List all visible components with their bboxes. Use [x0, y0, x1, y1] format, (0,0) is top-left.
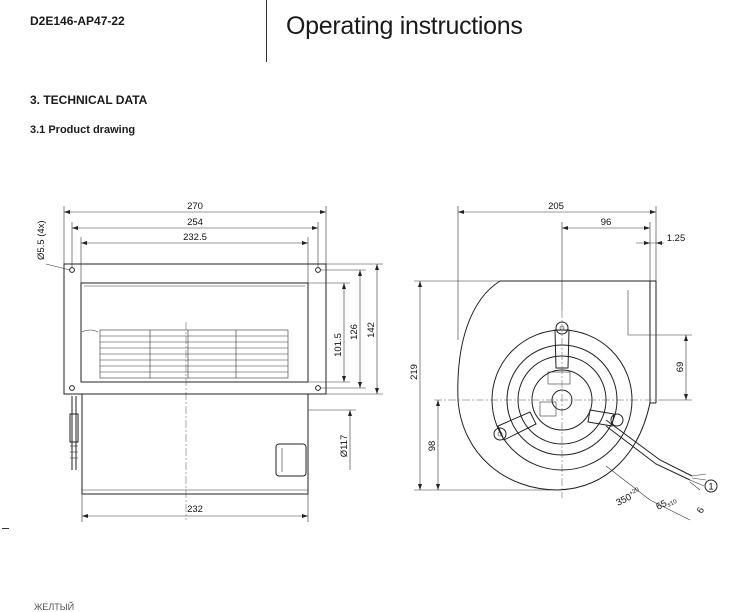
front-view: 270 254 232.5 Ø5.5 (4x) 101.5 126 142 [36, 201, 383, 522]
callout-number: 1 [708, 482, 713, 493]
mount-bolt-icon [610, 413, 624, 427]
mount-arm-left [497, 411, 537, 441]
dim-motor-diameter: Ø117 [339, 435, 350, 458]
housing-body [81, 393, 309, 495]
mount-hole-icon [315, 267, 321, 273]
mount-hole-icon [315, 385, 321, 391]
dim-wire-strip: 6 [695, 506, 707, 516]
mount-bolt-icon [493, 427, 507, 441]
pcb-component [547, 371, 571, 385]
dim-flange: 1.25 [667, 233, 686, 244]
connection-box [275, 443, 307, 477]
mount-arm-top [554, 329, 570, 369]
dim-height-overall: 142 [366, 322, 377, 338]
dim-hole-spacing-vertical: 126 [349, 324, 360, 340]
header-divider [266, 0, 267, 62]
mount-hole-icon [69, 385, 75, 391]
dim-housing-width: 232 [187, 504, 203, 515]
dim-width-overall: 270 [187, 201, 203, 212]
subsection-heading: 3.1 Product drawing [30, 124, 136, 136]
footer-text: ЖЕЛТЫЙ [34, 602, 75, 612]
dim-opening-width: 232.5 [183, 232, 207, 243]
cable-wires [689, 473, 707, 491]
dim-opening-height: 101.5 [333, 333, 344, 357]
outlet-edge [627, 290, 650, 336]
cable-gland [69, 413, 79, 443]
dim-hole-diameter: Ø5.5 (4x) [36, 220, 47, 260]
impeller-blades [81, 329, 289, 379]
dim-outlet-height: 69 [675, 362, 686, 373]
dim-axis-height: 98 [427, 441, 438, 452]
dim-hole-spacing: 254 [187, 217, 203, 228]
document-title: Operating instructions [286, 12, 523, 40]
side-view: 205 96 1.25 219 98 69 350+20 65±10 6 [409, 201, 718, 521]
mount-hole-icon [69, 267, 75, 273]
model-code: D2E146-AP47-22 [30, 14, 125, 28]
dim-cable-length: 350+20 [614, 487, 643, 509]
cable [71, 396, 77, 470]
cable [605, 419, 693, 477]
outlet-opening [80, 282, 309, 383]
mount-arm-right [587, 409, 615, 427]
dim-outlet-offset: 96 [601, 217, 612, 228]
callout-circle [704, 479, 718, 493]
section-heading: 3. TECHNICAL DATA [30, 93, 148, 107]
pcb-component [539, 401, 557, 417]
dim-depth-overall: 205 [548, 201, 564, 212]
margin-mark [2, 528, 9, 529]
dim-strip-length: 65±10 [654, 493, 678, 513]
scroll-housing [457, 280, 651, 491]
dim-height-overall: 219 [409, 364, 420, 380]
